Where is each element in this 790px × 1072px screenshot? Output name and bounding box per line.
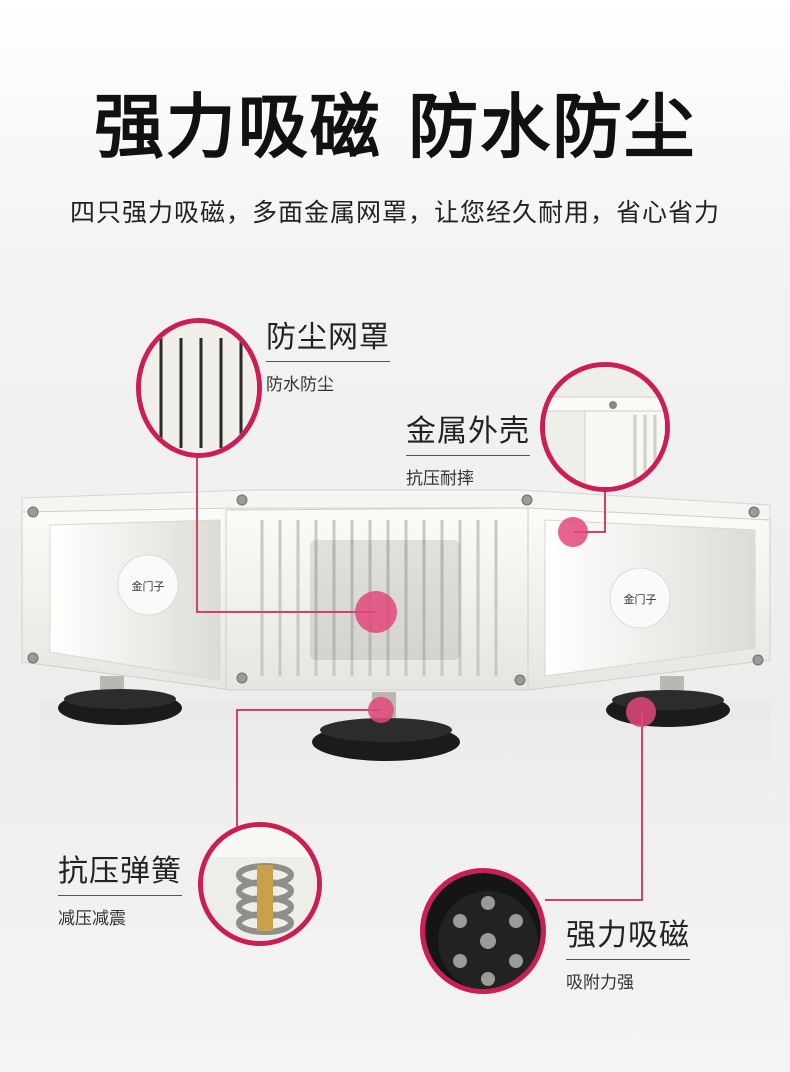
leader-line-spring	[236, 710, 238, 830]
callout-grille: 防尘网罩 防水防尘	[266, 312, 390, 395]
callout-shell: 金属外壳 抗压耐摔	[406, 406, 530, 489]
subline: 四只强力吸磁，多面金属网罩，让您经久耐用，省心省力	[69, 198, 720, 227]
leader-line-grille-h	[196, 611, 376, 613]
leader-line-shell-h	[574, 531, 606, 533]
lens-spring-closeup	[198, 822, 322, 946]
lens-magnet-closeup	[420, 868, 546, 994]
right-badge-icon	[609, 567, 671, 629]
leader-line-magnet-h	[545, 899, 643, 901]
callout-shell-desc: 抗压耐摔	[406, 469, 474, 489]
marker-dot-spring	[368, 697, 394, 723]
marker-dot-shell	[558, 517, 588, 547]
magnet-closeup-image	[425, 873, 541, 989]
callout-spring-title: 抗压弹簧	[58, 846, 182, 896]
right-badge-text: 金门子	[624, 592, 657, 606]
callout-magnet-title: 强力吸磁	[566, 910, 690, 960]
leader-line-magnet	[641, 712, 643, 900]
leader-line-spring-h	[236, 709, 381, 711]
left-badge-icon	[117, 554, 179, 616]
leader-line-shell	[604, 488, 606, 533]
callout-spring-desc: 减压减震	[58, 909, 126, 929]
headline: 强力吸磁 防水防尘	[93, 86, 697, 168]
callout-grille-desc: 防水防尘	[266, 375, 334, 395]
callout-magnet: 强力吸磁 吸附力强	[566, 910, 690, 993]
screws	[27, 494, 764, 686]
left-badge-text: 金门子	[132, 579, 165, 593]
callout-shell-title: 金属外壳	[406, 406, 530, 456]
callout-grille-title: 防尘网罩	[266, 312, 390, 362]
grille-closeup-image	[141, 323, 257, 453]
callout-magnet-desc: 吸附力强	[566, 973, 634, 993]
spring-closeup-image	[203, 827, 317, 941]
lens-shell-closeup	[540, 362, 670, 492]
leader-line-grille	[196, 455, 198, 612]
callout-spring: 抗压弹簧 减压减震	[58, 846, 182, 929]
lens-grille-closeup	[136, 318, 262, 458]
marker-dot-grille	[355, 591, 397, 633]
marker-dot-magnet	[626, 697, 656, 727]
